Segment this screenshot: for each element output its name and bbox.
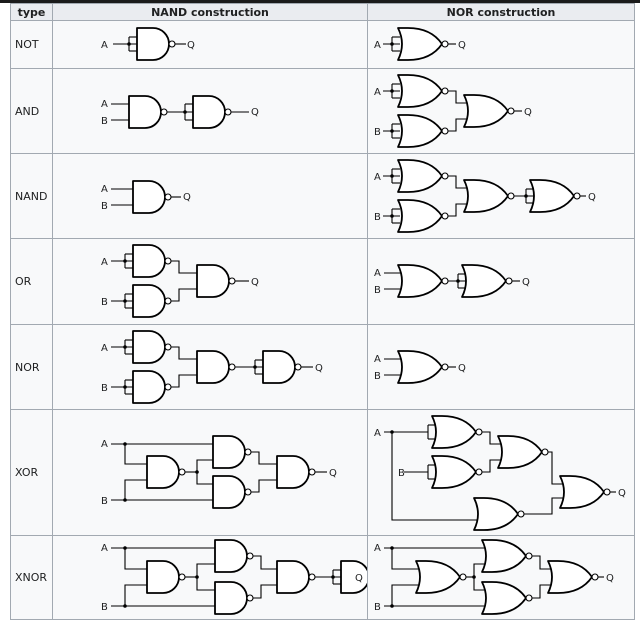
table-row: AND A B Q A B Q [10,68,635,154]
nand-not-diagram: A Q [52,20,368,69]
nand-or-diagram: A B Q [52,238,368,325]
nand-nand-diagram: A B Q [52,153,368,239]
output-q-label: Q [588,192,596,203]
nand-xor-diagram: A B Q [52,409,368,536]
logic-gate-table: type NAND construction NOR construction … [10,3,635,620]
table-row: NAND A B Q A B Q [10,153,635,239]
output-q-label: Q [522,277,530,288]
nor-and-diagram: A B Q [367,68,635,154]
input-a-label: A [374,428,381,439]
input-b-label: B [374,602,381,613]
input-b-label: B [101,201,108,212]
input-a-label: A [101,257,108,268]
output-q-label: Q [618,488,626,499]
input-a-label: A [374,354,381,365]
nor-xor-diagram: A B Q [367,409,635,536]
output-q-label: Q [187,40,195,51]
row-type-label: NOR [10,324,53,410]
row-type-label: OR [10,238,53,325]
table-row: XOR A B Q [10,409,635,536]
input-a-label: A [374,268,381,279]
output-q-label: Q [251,277,259,288]
input-b-label: B [101,602,108,613]
header-row: type NAND construction NOR construction [10,3,635,21]
output-q-label: Q [458,363,466,374]
input-a-label: A [101,543,108,554]
input-a-label: A [101,439,108,450]
output-q-label: Q [315,363,323,374]
input-b-label: B [374,371,381,382]
nand-xnor-diagram: A B Q [52,535,368,620]
input-b-label: B [101,383,108,394]
row-type-label: NAND [10,153,53,239]
table-row: NOT A Q A Q [10,20,635,69]
table-row: NOR A B Q A B Q [10,324,635,410]
input-b-label: B [374,212,381,223]
output-q-label: Q [251,107,259,118]
input-b-label: B [374,127,381,138]
nor-or-diagram: A B Q [367,238,635,325]
row-type-label: XOR [10,409,53,536]
header-nor-construction[interactable]: NOR construction [367,3,635,21]
row-type-label: AND [10,68,53,154]
nand-and-diagram: A B Q [52,68,368,154]
input-b-label: B [398,468,405,479]
input-a-label: A [374,40,381,51]
output-q-label: Q [524,107,532,118]
nor-nand-diagram: A B Q [367,153,635,239]
row-type-label: XNOR [10,535,53,620]
nor-not-diagram: A Q [367,20,635,69]
input-a-label: A [101,343,108,354]
window-top-bar [0,0,640,3]
nor-xnor-diagram: A B Q [367,535,635,620]
input-b-label: B [101,116,108,127]
output-q-label: Q [355,573,363,584]
input-a-label: A [101,184,108,195]
input-a-label: A [101,40,108,51]
table-row: OR A B Q A B Q [10,238,635,325]
row-type-label: NOT [10,20,53,69]
table-row: XNOR A B Q [10,535,635,620]
input-b-label: B [101,496,108,507]
input-b-label: B [374,285,381,296]
output-q-label: Q [183,192,191,203]
input-b-label: B [101,297,108,308]
output-q-label: Q [606,573,614,584]
header-type[interactable]: type [10,3,53,21]
header-nand-construction[interactable]: NAND construction [52,3,368,21]
nor-nor-diagram: A B Q [367,324,635,410]
input-a-label: A [374,543,381,554]
nand-nor-diagram: A B Q [52,324,368,410]
output-q-label: Q [458,40,466,51]
input-a-label: A [374,172,381,183]
input-a-label: A [101,99,108,110]
input-a-label: A [374,87,381,98]
output-q-label: Q [329,468,337,479]
